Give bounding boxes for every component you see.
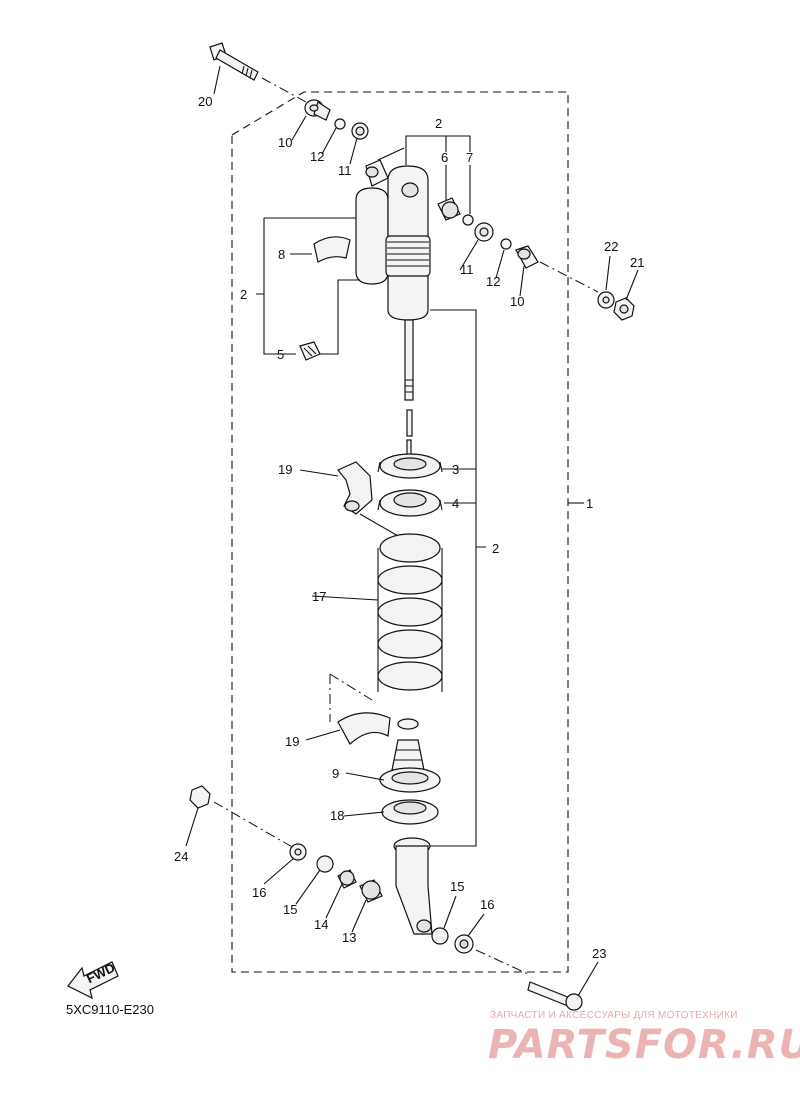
callout-6: 6 — [441, 150, 448, 165]
callout-11-top: 11 — [338, 163, 352, 178]
leader — [430, 309, 486, 548]
callout-12-top: 12 — [310, 149, 324, 164]
callout-19-bottom: 19 — [285, 734, 299, 749]
valve-5[interactable] — [299, 341, 321, 361]
coil-spring[interactable] — [377, 533, 443, 692]
o-ring-7[interactable] — [462, 214, 474, 226]
callout-12-right: 12 — [486, 274, 500, 289]
callout-15-left: 15 — [283, 902, 297, 917]
reservoir[interactable] — [355, 159, 389, 285]
shaft-pin[interactable] — [406, 409, 413, 437]
washer-16-left[interactable] — [289, 843, 307, 861]
oil-seal-15-right[interactable] — [431, 927, 449, 945]
bolt-bottom[interactable] — [527, 981, 583, 1011]
callout-10-top: 10 — [278, 135, 292, 150]
leader — [261, 77, 307, 103]
callout-23: 23 — [592, 946, 606, 961]
lower-clevis[interactable] — [393, 837, 433, 935]
callout-13: 13 — [342, 930, 356, 945]
nut-21[interactable] — [613, 297, 635, 321]
callout-2-right: 2 — [492, 541, 499, 556]
ring-nut-4[interactable] — [377, 489, 443, 517]
leader — [475, 949, 529, 975]
leader — [445, 165, 471, 214]
callout-4: 4 — [452, 496, 459, 511]
oil-seal-top[interactable] — [351, 122, 369, 140]
callout-2-top: 2 — [435, 116, 442, 131]
callout-2-left: 2 — [240, 287, 247, 302]
collar-6[interactable] — [437, 197, 461, 221]
bearing-13[interactable] — [359, 879, 383, 903]
callout-22: 22 — [604, 239, 618, 254]
collar-top[interactable] — [304, 99, 331, 121]
collar-14[interactable] — [337, 869, 357, 889]
callout-16-right: 16 — [480, 897, 494, 912]
diagram-code: 5XC9110-E230 — [66, 1002, 154, 1017]
bump-rubber[interactable] — [391, 718, 425, 771]
reservoir-cap[interactable] — [313, 236, 351, 263]
callout-11-right: 11 — [460, 262, 474, 277]
leader — [426, 547, 477, 847]
leader — [539, 261, 599, 293]
callout-1: 1 — [586, 496, 593, 511]
callout-3: 3 — [452, 462, 459, 477]
callout-8: 8 — [278, 247, 285, 262]
callout-18: 18 — [330, 808, 344, 823]
spring-guide-top[interactable] — [337, 461, 373, 515]
o-ring-right[interactable] — [500, 238, 512, 250]
watermark-tagline: ЗАПЧАСТИ И АКСЕССУАРЫ ДЛЯ МОТОТЕХНИКИ — [490, 1010, 738, 1021]
ring-nut-3[interactable] — [377, 453, 443, 479]
o-ring-top[interactable] — [334, 118, 346, 130]
callout-16-left: 16 — [252, 885, 266, 900]
nut-24[interactable] — [189, 785, 211, 809]
leader — [359, 513, 399, 537]
leader — [377, 147, 405, 161]
callout-21: 21 — [630, 255, 644, 270]
collar-right[interactable] — [515, 245, 539, 269]
washer-16-right[interactable] — [454, 934, 474, 954]
leader — [185, 65, 639, 997]
leader — [213, 801, 295, 849]
leader — [318, 279, 360, 355]
bolt-top[interactable] — [209, 42, 259, 81]
callout-17: 17 — [312, 589, 326, 604]
callout-19-top: 19 — [278, 462, 292, 477]
leader — [256, 217, 356, 355]
callout-9: 9 — [332, 766, 339, 781]
callout-15-right: 15 — [450, 879, 464, 894]
callout-24: 24 — [174, 849, 188, 864]
spring-seat-9[interactable] — [379, 767, 441, 793]
leader — [405, 135, 471, 165]
callout-5: 5 — [277, 347, 284, 362]
fwd-arrow-icon: FWD — [67, 960, 119, 1000]
washer-22[interactable] — [597, 291, 615, 309]
shock-body[interactable] — [385, 165, 431, 401]
stopper-18[interactable] — [381, 799, 439, 825]
callout-14: 14 — [314, 917, 328, 932]
watermark-brand: PARTSFOR.RU — [488, 1022, 800, 1068]
callout-7: 7 — [466, 150, 473, 165]
callout-10-right: 10 — [510, 294, 524, 309]
callout-20: 20 — [198, 94, 212, 109]
spring-guide-bottom[interactable] — [337, 712, 391, 745]
oil-seal-right[interactable] — [474, 222, 494, 242]
assembly-boundary — [231, 91, 569, 973]
oil-seal-15-left[interactable] — [316, 855, 334, 873]
leader — [329, 673, 373, 722]
